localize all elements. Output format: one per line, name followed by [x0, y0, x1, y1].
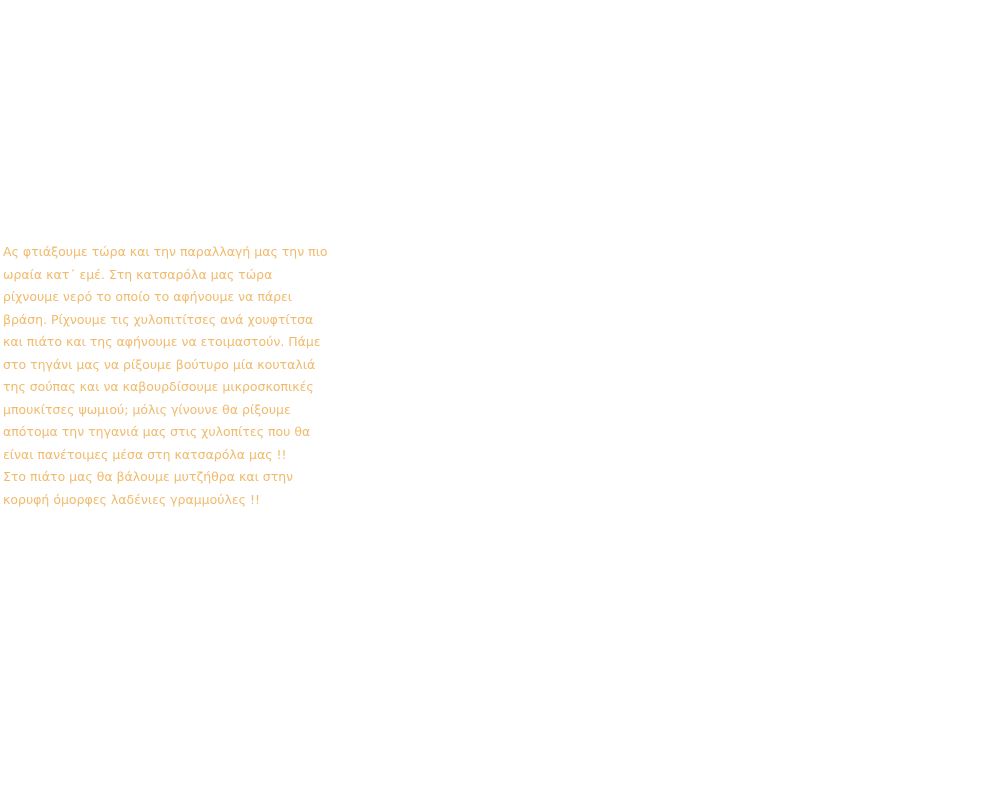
recipe-text-line: απότομα την τηγανιά μας στις χυλοπίτες π…	[3, 424, 311, 439]
recipe-text-line: στο τηγάνι μας να ρίξουμε βούτυρο μία κο…	[3, 356, 316, 372]
recipe-text-line: μπουκίτσες ψωμιού; μόλις γίνουνε θα ρίξο…	[3, 401, 291, 417]
recipe-text-line: βράση. Ρίχνουμε τις χυλοπιτίτσες ανά χου…	[3, 311, 314, 327]
recipe-text-line: της σούπας και να καβουρδίσουμε μικροσκο…	[3, 379, 314, 394]
recipe-text-line: ρίχνουμε νερό το οποίο το αφήνουμε να πά…	[3, 289, 293, 304]
recipe-text-paragraph: Ας φτιάξουμε τώρα και την παραλλαγή μας …	[3, 241, 333, 511]
recipe-text-line: Ας φτιάξουμε τώρα και την παραλλαγή μας …	[3, 244, 328, 259]
recipe-text-line: και πιάτο και της αφήνουμε να ετοιμαστού…	[3, 334, 321, 349]
recipe-text-line: είναι πανέτοιμες μέσα στη κατσαρόλα μας …	[3, 446, 287, 462]
recipe-text-line: Στο πιάτο μας θα βάλουμε μυτζήθρα και στ…	[3, 469, 294, 484]
recipe-text-line: ωραία κατ΄ εμέ. Στη κατσαρόλα μας τώρα	[3, 266, 273, 282]
recipe-text-line: κορυφή όμορφες λαδένιες γραμμούλες !!	[3, 491, 260, 507]
